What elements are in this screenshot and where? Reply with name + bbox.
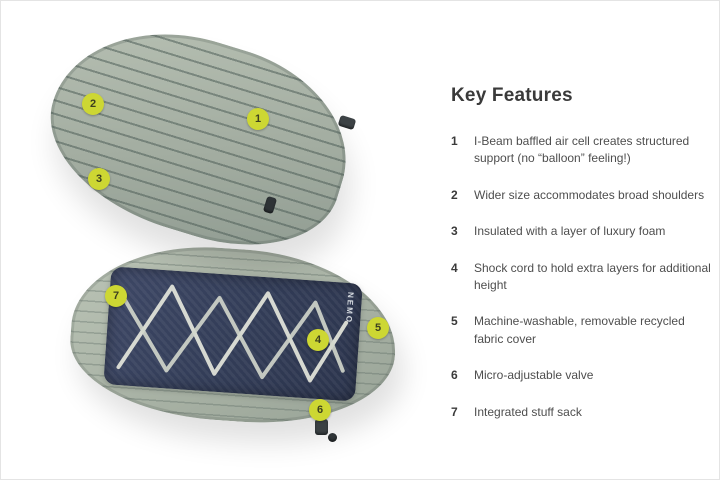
callout-marker-1: 1: [247, 108, 269, 130]
pillow-back-view: NEMO: [65, 237, 402, 433]
stuff-sack-toggle-icon: [337, 114, 357, 131]
feature-text: Wider size accommodates broad shoulders: [474, 187, 705, 202]
feature-item-5: 5 Machine-washable, removable recycled f…: [451, 313, 713, 348]
feature-number: 2: [451, 187, 458, 202]
feature-number: 7: [451, 404, 458, 419]
features-title: Key Features: [451, 85, 573, 106]
valve-cap-icon: [328, 433, 337, 442]
feature-item-7: 7 Integrated stuff sack: [451, 404, 713, 421]
callout-marker-4: 4: [307, 329, 329, 351]
feature-number: 3: [451, 224, 458, 239]
feature-number: 5: [451, 314, 458, 329]
feature-number: 4: [451, 260, 458, 275]
callout-marker-6: 6: [309, 399, 331, 421]
feature-text: Micro-adjustable valve: [474, 368, 594, 383]
micro-adjust-valve-icon: [315, 419, 328, 435]
shock-cord: [116, 284, 349, 383]
pillow-front-view: [27, 1, 371, 273]
feature-text: Machine-washable, removable recycled fab…: [474, 314, 685, 346]
feature-item-3: 3 Insulated with a layer of luxury foam: [451, 223, 713, 240]
callout-marker-3: 3: [88, 168, 110, 190]
feature-text: Shock cord to hold extra layers for addi…: [474, 260, 711, 292]
stuff-sack-panel: NEMO: [103, 266, 363, 402]
feature-text: Insulated with a layer of luxury foam: [474, 224, 666, 239]
feature-item-1: 1 I-Beam baffled air cell creates struct…: [451, 133, 713, 168]
callout-marker-2: 2: [82, 93, 104, 115]
feature-item-2: 2 Wider size accommodates broad shoulder…: [451, 187, 713, 204]
callout-marker-5: 5: [367, 317, 389, 339]
key-features-panel: Key Features 1 I-Beam baffled air cell c…: [451, 85, 713, 440]
callout-marker-7: 7: [105, 285, 127, 307]
feature-number: 1: [451, 134, 458, 148]
feature-item-4: 4 Shock cord to hold extra layers for ad…: [451, 260, 713, 295]
feature-number: 6: [451, 368, 458, 383]
feature-text: I-Beam baffled air cell creates structur…: [474, 134, 690, 166]
feature-text: Integrated stuff sack: [474, 404, 582, 419]
pillow-diagram: NEMO 1 2 3 4 5 6 7: [1, 1, 446, 479]
feature-item-6: 6 Micro-adjustable valve: [451, 367, 713, 384]
